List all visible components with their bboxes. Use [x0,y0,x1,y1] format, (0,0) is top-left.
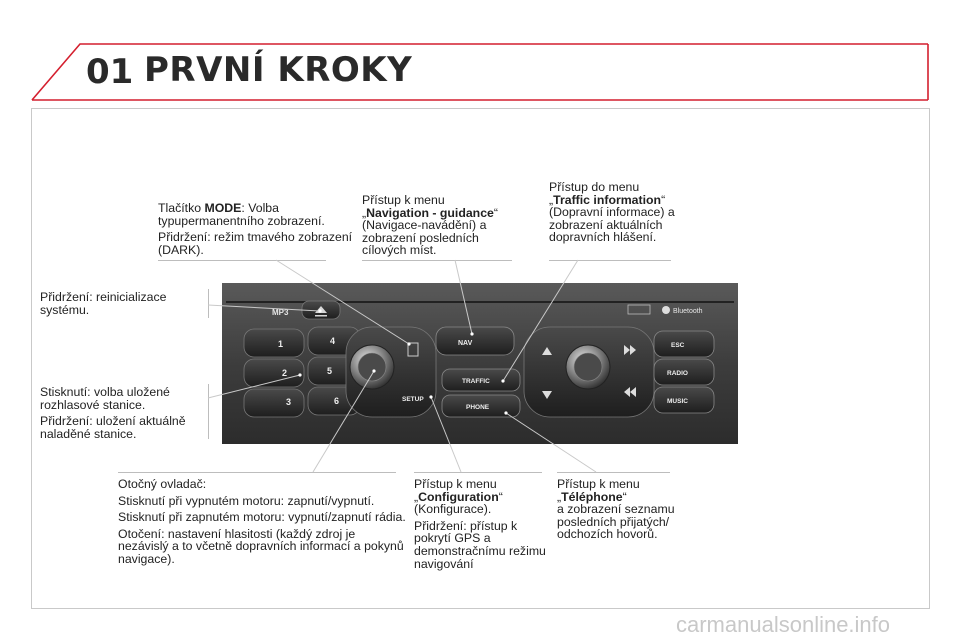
arrow-down-icon[interactable] [542,391,552,399]
setup-label[interactable]: SETUP [402,396,424,403]
phone-rest: a zobrazení seznamu posledních přijatých… [557,502,675,542]
nav-rest: (Navigace-navádění) a zobrazení poslední… [362,218,487,258]
volume-knob-center [357,352,387,382]
music-label: MUSIC [667,398,688,405]
watermark: carmanualsonline.info [676,612,891,637]
nav-bold: Navigation - guidance [366,205,494,220]
bluetooth-icon [662,306,670,314]
annotation-navigation: Přístup k menu „Navigation - guidance“ (… [362,194,514,261]
traffic-intro: Přístup do menu [549,180,640,194]
knob-p3: Otočení: nastavení hlasitosti (každý zdr… [118,526,404,566]
config-hold: Přidržení: přístup k pokrytí GPS a demon… [414,518,546,571]
chapter-title: PRVNÍ KROKY [144,50,413,90]
tuning-knob-center [573,352,603,382]
phone-open-quote: „ [557,489,562,504]
nav-close-quote: “ [493,205,498,220]
phone-rule [557,472,670,473]
presets-press: Stisknutí: volba uložené rozhlasové stan… [40,385,170,412]
annotation-mode: Tlačítko MODE: Volba typupermanentního z… [158,202,358,260]
radio-button[interactable] [653,358,715,386]
knob-p1: Stisknutí při vypnutém motoru: zapnutí/v… [118,493,375,508]
knob-p2: Stisknutí při zapnutém motoru: vypnutí/z… [118,510,406,525]
phone-label: PHONE [466,404,490,411]
radio-label: RADIO [667,370,688,377]
preset-label-6: 6 [334,396,339,406]
config-intro: Přístup k menu [414,477,497,491]
reset-text: Přidržení: reinicializace systému. [40,290,167,317]
radio-panel: MP3 Bluetooth 1 4 2 5 3 6 SETUP NAV TRAF… [222,283,738,444]
mode-page-icon[interactable] [407,342,419,357]
config-open-quote: „ [414,489,419,504]
traffic-rest: (Dopravní informace) a zobrazení aktuáln… [549,205,675,245]
chapter-number: 01 [86,52,134,92]
annotation-telephone: Přístup k menu „Téléphone“ a zobrazení s… [557,478,685,545]
nav-intro: Přístup k menu [362,193,445,207]
panel-slot-line [226,301,734,303]
preset-label-4: 4 [330,336,335,346]
traffic-bold: Traffic information [553,192,662,207]
preset-button-3[interactable] [243,388,305,418]
annotation-configuration: Přístup k menu „Configuration“ (Konfigur… [414,478,549,574]
knob-title: Otočný ovladač: [118,477,207,491]
annotation-knob: Otočný ovladač: Stisknutí při vypnutém m… [118,478,408,570]
preset-label-3: 3 [286,397,291,407]
esc-button[interactable] [653,330,715,358]
traffic-open-quote: „ [549,192,554,207]
preset-label-5: 5 [327,366,332,376]
nav-button[interactable] [435,326,515,356]
presets-hold: Přidržení: uložení aktuálně naladěné sta… [40,414,186,441]
mode-rest: : Volba typupermanentního zobrazení. [158,201,325,228]
traffic-close-quote: “ [661,192,666,207]
traffic-rule [549,260,671,261]
annotation-traffic: Přístup do menu „Traffic information“ (D… [549,181,684,248]
annotation-reset: Přidržení: reinicializace systému. [40,291,190,320]
knob-rule [118,472,396,473]
nav-open-quote: „ [362,205,367,220]
content-frame [31,108,930,609]
header-accent-line [31,43,928,101]
preset-label-2: 2 [282,368,287,378]
esc-label: ESC [671,342,685,349]
reset-rule [208,289,209,318]
mode-prefix: Tlačítko [158,201,205,215]
mode-hold: Přidržení: režim tmavého zobrazení (DARK… [158,230,353,257]
rewind-icon[interactable] [624,387,636,397]
bluetooth-label: Bluetooth [673,308,703,315]
nav-label: NAV [458,340,473,347]
header-decoration [31,43,929,101]
preset-label-1: 1 [278,339,283,349]
preset-button-1[interactable] [243,328,305,358]
fast-forward-icon[interactable] [624,345,636,355]
annotation-presets: Stisknutí: volba uložené rozhlasové stan… [40,386,205,444]
preset-buttons: 1 4 2 5 3 6 [243,326,361,418]
config-bold: Configuration [418,489,499,504]
cd-slot-icon [627,304,651,315]
presets-rule [208,384,209,439]
config-rest: (Konfigurace). [414,502,492,517]
traffic-label: TRAFFIC [462,378,490,385]
phone-bold: Téléphone [561,489,623,504]
config-close-quote: “ [498,489,503,504]
phone-close-quote: “ [622,489,627,504]
mode-bold: MODE [204,201,242,215]
nav-rule [362,260,512,261]
phone-intro: Přístup k menu [557,477,640,491]
config-rule [414,472,542,473]
mode-rule [158,260,326,261]
music-button[interactable] [653,386,715,414]
mp3-label: MP3 [272,308,289,317]
preset-button-2[interactable] [243,358,305,388]
